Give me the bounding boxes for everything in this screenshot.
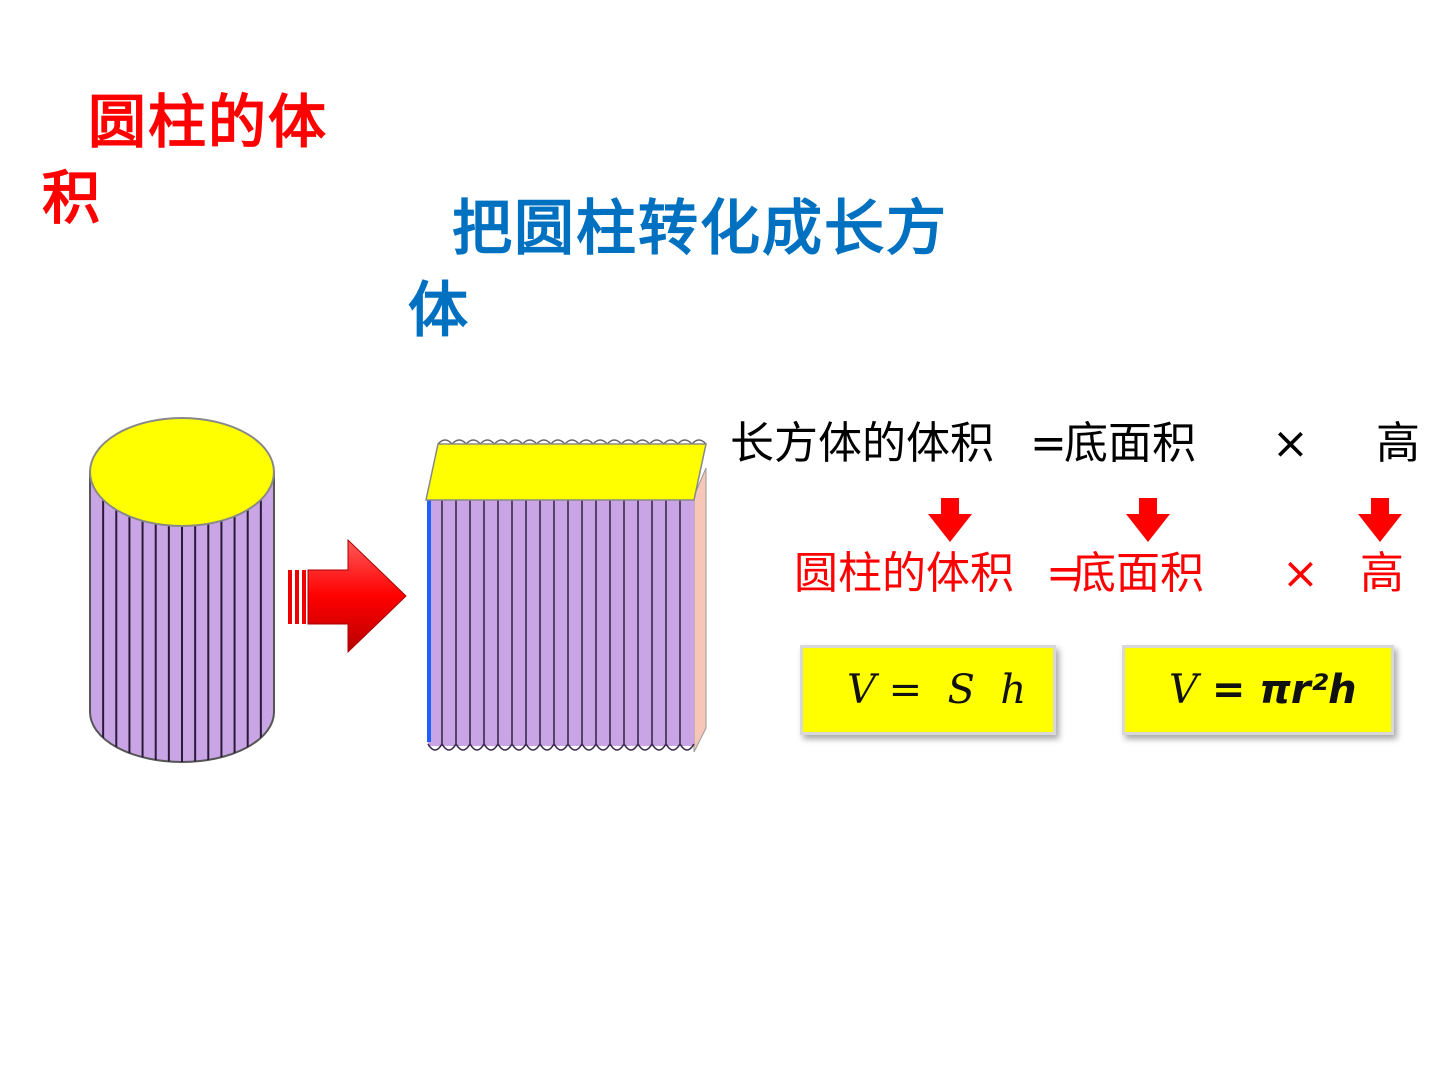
formula-text: V = πr²h (1125, 667, 1357, 713)
base-area-label: 底面积 (1064, 418, 1196, 469)
down-arrow-icon (1358, 498, 1402, 542)
formula-v: V (1169, 667, 1198, 713)
height-label: 高 (1376, 418, 1420, 469)
slide-subtitle: 把圆柱转化成长方体 (408, 194, 948, 346)
cylinder-volume-label: 圆柱的体积 (794, 548, 1014, 599)
times-sign: × (1282, 548, 1319, 599)
formula-text: V = S h (847, 667, 1027, 713)
down-arrow-icon (1126, 498, 1170, 542)
times-sign: × (1272, 418, 1309, 469)
height-label: 高 (1360, 548, 1404, 599)
cuboid-volume-label: 长方体的体积 (730, 418, 994, 469)
formula-rest: = πr²h (1197, 667, 1357, 713)
formula-box-vsh: V = S h (800, 645, 1056, 735)
down-arrow-icon (928, 498, 972, 542)
cylinder-figure (89, 417, 275, 763)
right-arrow-icon (288, 538, 407, 654)
equals-sign: = (1030, 418, 1067, 469)
base-area-label: 底面积 (1072, 548, 1204, 599)
formula-box-vpir2h: V = πr²h (1122, 645, 1394, 735)
equals-sign: = (1046, 548, 1083, 599)
slide-title: 圆柱的体积 (42, 88, 329, 232)
cuboid-figure (425, 439, 707, 753)
